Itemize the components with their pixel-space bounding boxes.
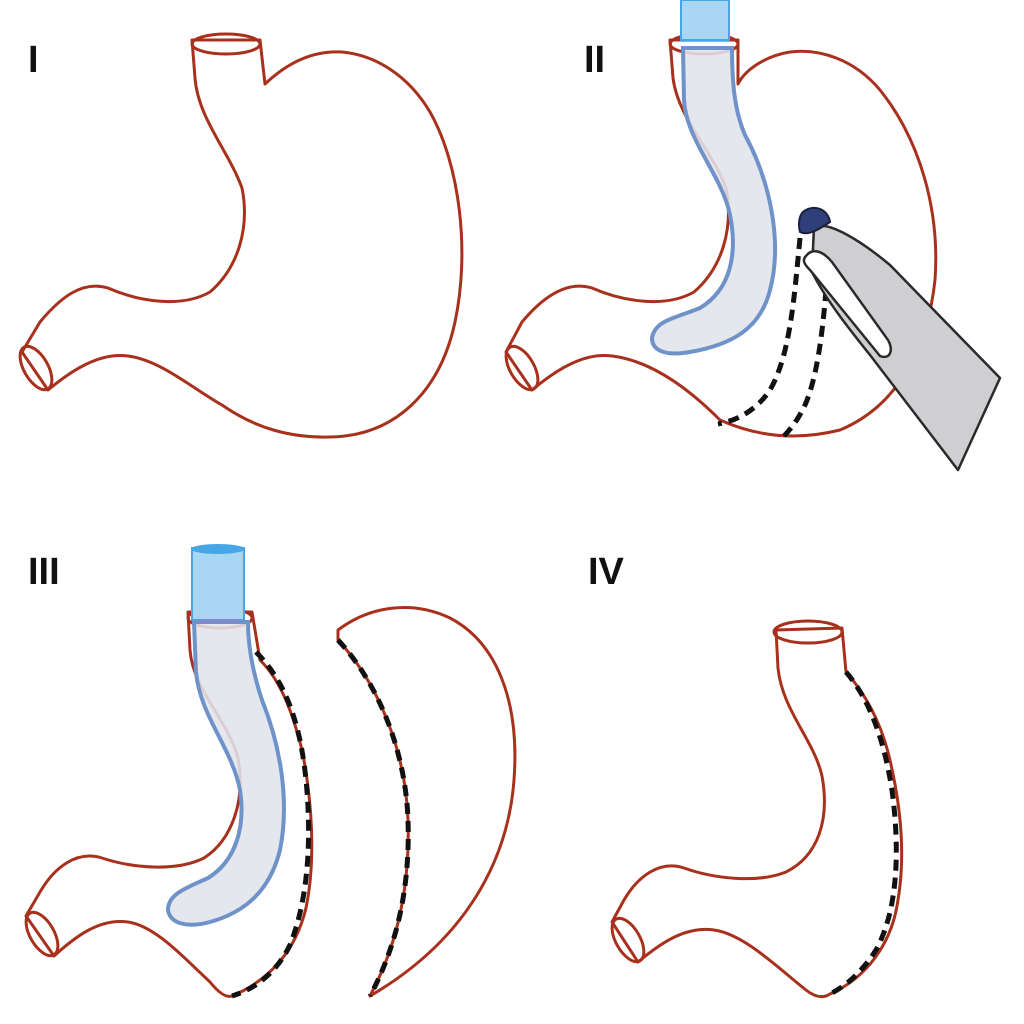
remnant-body (336, 606, 517, 998)
tube-top (680, 0, 730, 41)
staple-line-remnant (336, 638, 411, 998)
panel-label-1: I (28, 39, 39, 81)
panel-label-2: II (584, 39, 605, 81)
stapler-tip (798, 206, 832, 235)
panel-label-4: IV (588, 551, 625, 593)
staple-line-sleeve (828, 670, 899, 997)
tube-top (191, 547, 245, 621)
pylorus-opening (24, 910, 60, 958)
panel-label-3: III (28, 551, 60, 593)
panel-2: II (504, 0, 1002, 472)
stomach-being-stapled (504, 0, 1002, 472)
stomach-body (20, 38, 464, 439)
gastric-sleeve (24, 610, 314, 998)
pylorus-opening (18, 344, 54, 392)
stapler-shaft (810, 224, 1002, 472)
staple-line-sleeve (231, 650, 312, 999)
tube-rim (191, 544, 245, 554)
stomach-body (504, 38, 938, 438)
removed-stomach-remnant (336, 606, 517, 998)
panel-1: I (18, 32, 464, 439)
staple-line-right (780, 289, 829, 440)
sleeve-with-bougie (24, 544, 314, 999)
bougie-dilator (165, 620, 286, 927)
esophagus-opening (772, 619, 844, 645)
whole-stomach (18, 32, 464, 439)
stapler-instrument (798, 206, 1002, 472)
staple-line-left (717, 237, 803, 427)
pylorus-opening (504, 344, 540, 392)
bougie-dilator (649, 46, 777, 356)
stapler-jaw (802, 249, 892, 359)
panel-4: IV (588, 551, 904, 999)
final-gastric-sleeve (610, 619, 904, 999)
panel-3: III (24, 544, 517, 999)
pylorus-opening (610, 916, 646, 964)
esophagus-opening (190, 32, 262, 56)
gastric-sleeve (610, 626, 904, 999)
